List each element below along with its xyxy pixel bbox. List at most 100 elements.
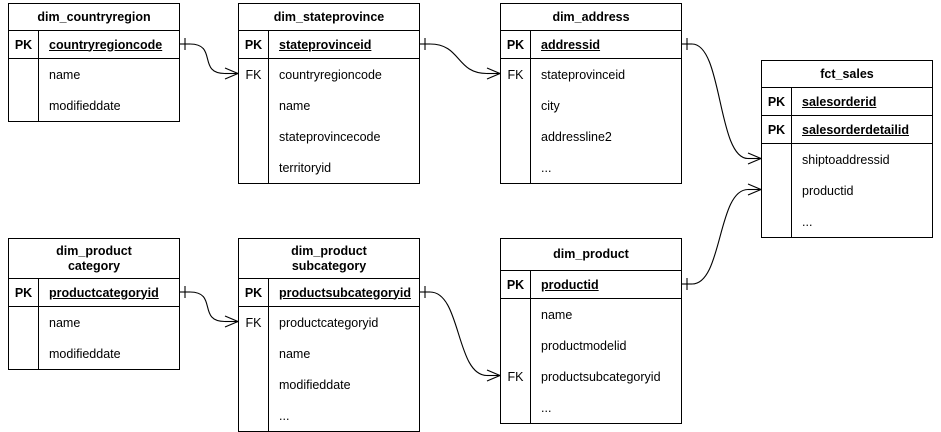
key-indicator: [239, 90, 268, 121]
key-indicator: [762, 144, 791, 175]
attribute-name: name: [49, 67, 81, 82]
key-indicator: [501, 152, 530, 183]
key-indicator: PK: [239, 31, 269, 58]
attribute-name: salesorderdetailid: [802, 122, 909, 137]
key-column: [9, 307, 39, 369]
attribute-name: productcategoryid: [279, 315, 379, 330]
attribute-name: modifieddate: [49, 346, 121, 361]
cardinality-many-marker: [486, 369, 501, 377]
attribute-name: productcategoryid: [49, 285, 159, 300]
attribute-name: modifieddate: [49, 98, 121, 113]
cardinality-many-marker: [224, 72, 239, 80]
cardinality-many-marker: [747, 183, 762, 191]
attribute-row: PK countryregioncode: [9, 31, 179, 59]
attribute-name: addressid: [541, 37, 601, 52]
cardinality-many-marker: [486, 72, 501, 80]
attribute-name: ...: [279, 408, 290, 423]
key-indicator: PK: [239, 279, 269, 306]
key-column: [762, 144, 792, 237]
key-indicator: [762, 206, 791, 237]
key-indicator: [9, 307, 38, 338]
entity-title: dim_address: [501, 4, 681, 31]
attribute-name: name: [541, 307, 573, 322]
key-indicator: [239, 338, 268, 369]
key-indicator: [501, 299, 530, 330]
key-column: [9, 59, 39, 121]
entity-title: dim_product category: [9, 239, 179, 279]
cardinality-many-marker: [486, 67, 501, 75]
attribute-name: productid: [802, 183, 854, 198]
cardinality-many-marker: [224, 315, 239, 323]
attribute-name: ...: [541, 160, 552, 175]
key-indicator: [501, 330, 530, 361]
relationship-subcategory-to-product: [429, 291, 488, 377]
key-column: FK: [239, 307, 269, 431]
attribute-name: stateprovinceid: [541, 67, 626, 82]
key-indicator: [239, 400, 268, 431]
key-indicator: FK: [245, 315, 262, 330]
key-indicator: FK: [507, 369, 524, 384]
key-column: FK: [501, 299, 531, 423]
key-indicator: [9, 338, 38, 369]
cardinality-many-marker: [224, 320, 239, 328]
key-indicator: [239, 369, 268, 400]
attribute-body-block: name modifieddate: [9, 59, 179, 121]
attribute-name: shiptoaddressid: [802, 152, 890, 167]
entity-title: dim_stateprovince: [239, 4, 419, 31]
key-indicator: PK: [762, 88, 792, 115]
key-indicator: [501, 392, 530, 423]
key-column: FK: [501, 59, 531, 183]
cardinality-many-marker: [224, 67, 239, 75]
attribute-name: stateprovinceid: [279, 37, 372, 52]
attribute-row: PK productsubcategoryid: [239, 279, 419, 307]
cardinality-many-marker: [747, 188, 762, 196]
cardinality-many-marker: [747, 152, 762, 160]
attribute-name: countryregioncode: [49, 37, 163, 52]
attribute-name: productsubcategoryid: [279, 285, 411, 300]
cardinality-many-marker: [747, 157, 762, 165]
attribute-name: stateprovincecode: [279, 129, 381, 144]
attribute-row: PK salesorderdetailid: [762, 116, 932, 144]
attribute-row: PK addressid: [501, 31, 681, 59]
entity-title: fct_sales: [762, 61, 932, 88]
cardinality-many-marker: [486, 374, 501, 382]
key-indicator: PK: [501, 31, 531, 58]
relationship-stateprovince-to-address: [429, 43, 488, 75]
attribute-name: countryregioncode: [279, 67, 382, 82]
key-indicator: [501, 121, 530, 152]
key-indicator: [239, 152, 268, 183]
key-indicator: PK: [9, 279, 39, 306]
attribute-name: city: [541, 98, 560, 113]
relationship-address-to-fctsales: [691, 43, 749, 160]
key-indicator: PK: [762, 116, 792, 143]
key-indicator: [239, 121, 268, 152]
attribute-name: modifieddate: [279, 377, 351, 392]
relationship-product-to-fctsales: [691, 188, 749, 285]
key-indicator: [762, 175, 791, 206]
key-indicator: PK: [9, 31, 39, 58]
entity-title: dim_countryregion: [9, 4, 179, 31]
attribute-row: PK productcategoryid: [9, 279, 179, 307]
key-indicator: [501, 90, 530, 121]
